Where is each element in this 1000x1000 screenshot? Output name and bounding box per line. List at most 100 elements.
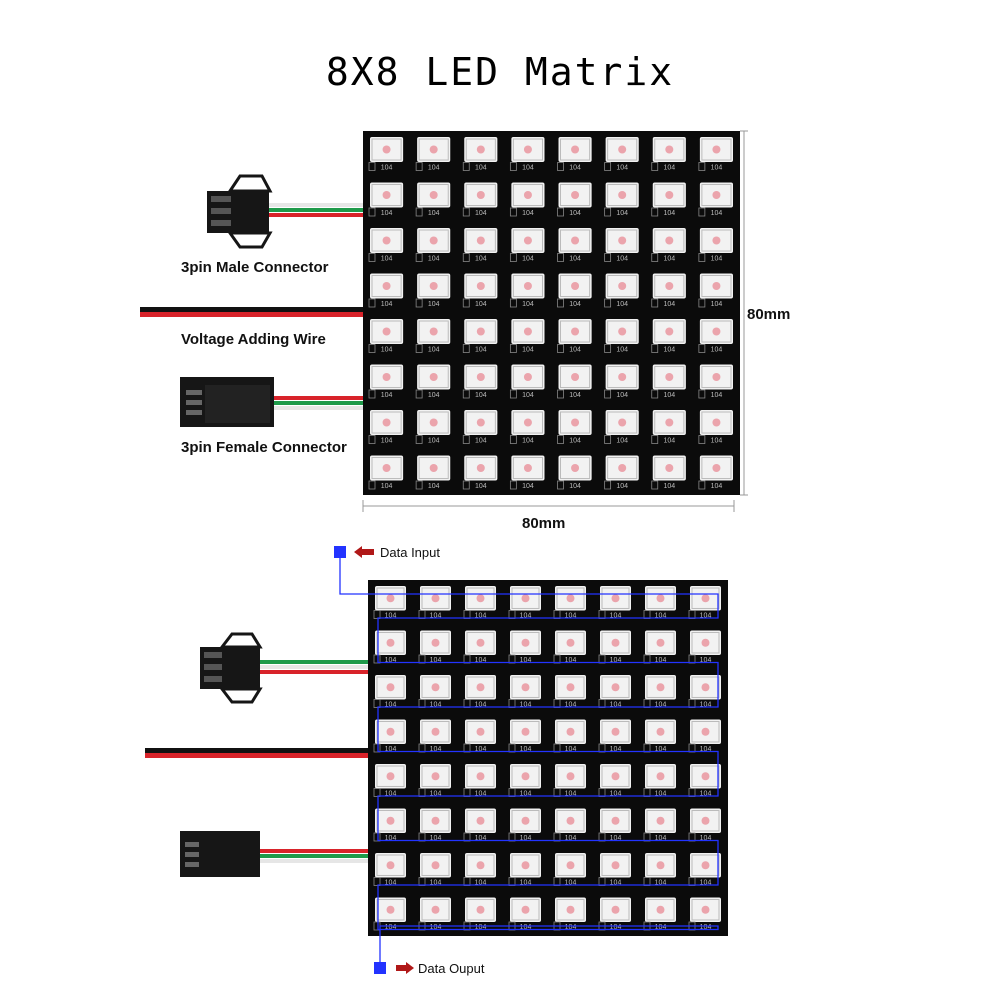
capacitor-label: 104: [385, 702, 397, 709]
capacitor-label: 104: [655, 791, 667, 798]
capacitor-label: 104: [565, 880, 577, 887]
capacitor-label: 104: [520, 791, 532, 798]
led-chip: [465, 808, 496, 833]
data-output-label: Data Ouput: [418, 961, 485, 976]
capacitor-label: 104: [475, 347, 487, 354]
bottom-male-wires: [258, 660, 368, 674]
led-chip: [555, 630, 586, 655]
capacitor-label: 104: [655, 702, 667, 709]
capacitor-label: 104: [569, 256, 581, 263]
led-chip: [699, 364, 733, 390]
led-chip: [465, 897, 496, 922]
capacitor-label: 104: [428, 165, 440, 172]
capacitor-label: 104: [655, 880, 667, 887]
capacitor-label: 104: [655, 924, 667, 931]
led-chip: [464, 137, 498, 163]
led-chip: [510, 675, 541, 700]
capacitor-label: 104: [428, 256, 440, 263]
led-chip: [600, 853, 631, 878]
led-chip: [645, 808, 676, 833]
capacitor-label: 104: [385, 924, 397, 931]
led-chip: [464, 364, 498, 390]
capacitor-label: 104: [616, 438, 628, 445]
capacitor-label: 104: [520, 613, 532, 620]
led-chip: [600, 630, 631, 655]
capacitor-label: 104: [428, 210, 440, 217]
capacitor-label: 104: [475, 746, 487, 753]
capacitor-label: 104: [430, 835, 442, 842]
led-chip: [555, 586, 586, 611]
led-chip: [510, 853, 541, 878]
top-male-wires: [268, 203, 364, 217]
led-chip: [652, 273, 686, 299]
led-chip: [605, 455, 639, 481]
bottom-female-connector-icon: [180, 831, 260, 877]
capacitor-label: 104: [616, 483, 628, 490]
capacitor-label: 104: [520, 880, 532, 887]
capacitor-label: 104: [610, 746, 622, 753]
led-chip: [370, 137, 404, 163]
led-chip: [555, 764, 586, 789]
led-chip: [417, 228, 451, 254]
capacitor-label: 104: [655, 746, 667, 753]
led-chip: [420, 853, 451, 878]
led-chip: [690, 808, 721, 833]
bottom-male-connector-icon: [200, 632, 263, 704]
led-chip: [645, 719, 676, 744]
capacitor-label: 104: [663, 301, 675, 308]
capacitor-label: 104: [663, 438, 675, 445]
capacitor-label: 104: [663, 392, 675, 399]
capacitor-label: 104: [616, 301, 628, 308]
led-chip: [555, 719, 586, 744]
data-flow-path: [339, 558, 719, 962]
capacitor-label: 104: [663, 347, 675, 354]
led-chip: [605, 410, 639, 436]
capacitor-label: 104: [655, 657, 667, 664]
data-output-arrow-icon: [396, 962, 414, 974]
capacitor-label: 104: [381, 256, 393, 263]
capacitor-label: 104: [475, 210, 487, 217]
led-chip: [652, 182, 686, 208]
capacitor-label: 104: [610, 702, 622, 709]
capacitor-label: 104: [569, 483, 581, 490]
led-chip: [510, 630, 541, 655]
capacitor-label: 104: [430, 880, 442, 887]
capacitor-label: 104: [428, 301, 440, 308]
capacitor-label: 104: [616, 210, 628, 217]
led-chip: [652, 228, 686, 254]
capacitor-label: 104: [569, 165, 581, 172]
led-chip: [600, 808, 631, 833]
capacitor-label: 104: [616, 256, 628, 263]
led-chip: [511, 137, 545, 163]
capacitor-label: 104: [663, 165, 675, 172]
capacitor-label: 104: [475, 924, 487, 931]
capacitor-label: 104: [616, 392, 628, 399]
led-chip: [555, 808, 586, 833]
led-chip: [375, 764, 406, 789]
led-chip: [605, 228, 639, 254]
capacitor-label: 104: [700, 657, 712, 664]
led-chip: [417, 364, 451, 390]
capacitor-label: 104: [700, 880, 712, 887]
capacitor-label: 104: [381, 165, 393, 172]
led-chip: [417, 273, 451, 299]
capacitor-label: 104: [569, 392, 581, 399]
led-chip: [420, 764, 451, 789]
top-female-wires: [272, 396, 364, 410]
capacitor-label: 104: [663, 210, 675, 217]
capacitor-label: 104: [385, 835, 397, 842]
led-chip: [690, 897, 721, 922]
capacitor-label: 104: [711, 301, 723, 308]
capacitor-label: 104: [700, 746, 712, 753]
height-dimension-label: 80mm: [747, 306, 791, 323]
led-chip: [558, 137, 592, 163]
led-chip: [375, 630, 406, 655]
capacitor-label: 104: [565, 924, 577, 931]
capacitor-label: 104: [610, 791, 622, 798]
page-title: 8X8 LED Matrix: [325, 50, 675, 94]
male-connector-icon: [207, 174, 273, 249]
capacitor-label: 104: [520, 657, 532, 664]
led-chip: [558, 364, 592, 390]
capacitor-label: 104: [711, 438, 723, 445]
